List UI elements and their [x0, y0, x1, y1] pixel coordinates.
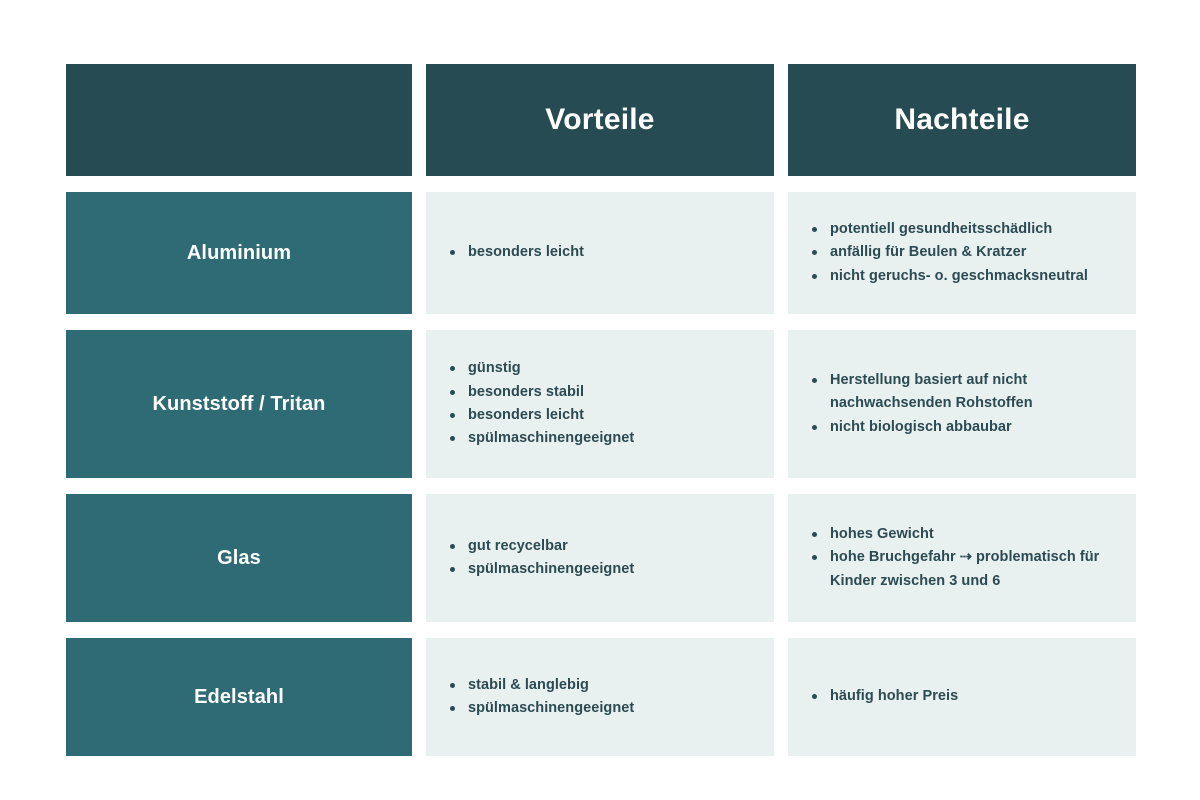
row-label-cell: Aluminium — [66, 192, 412, 314]
list-item: stabil & langlebig — [448, 674, 756, 697]
row-material-label: Glas — [217, 546, 261, 569]
list-item: besonders stabil — [448, 381, 756, 404]
header-cons-label: Nachteile — [894, 103, 1030, 136]
table-row: Aluminium besonders leicht potentiell ge… — [66, 192, 1136, 314]
row-cons-cell: potentiell gesundheitsschädlich anfällig… — [788, 192, 1136, 314]
pros-list: günstig besonders stabil besonders leich… — [448, 357, 756, 451]
list-item: spülmaschinengeeignet — [448, 697, 756, 720]
list-item: häufig hoher Preis — [810, 685, 1118, 708]
list-item: spülmaschinengeeignet — [448, 558, 756, 581]
list-item: anfällig für Beulen & Kratzer — [810, 241, 1118, 264]
row-cons-cell: Herstellung basiert auf nicht nachwachse… — [788, 330, 1136, 478]
row-material-label: Kunststoff / Tritan — [152, 392, 326, 415]
list-item: besonders leicht — [448, 404, 756, 427]
header-pros-label: Vorteile — [545, 103, 655, 136]
row-pros-cell: stabil & langlebig spülmaschinengeeignet — [426, 638, 774, 756]
list-item: besonders leicht — [448, 241, 756, 264]
pros-list: stabil & langlebig spülmaschinengeeignet — [448, 674, 756, 721]
table-row: Edelstahl stabil & langlebig spülmaschin… — [66, 638, 1136, 756]
cons-list: potentiell gesundheitsschädlich anfällig… — [810, 218, 1118, 288]
pros-list: besonders leicht — [448, 241, 756, 264]
row-label-cell: Edelstahl — [66, 638, 412, 756]
row-pros-cell: besonders leicht — [426, 192, 774, 314]
list-item: gut recycelbar — [448, 535, 756, 558]
comparison-table: Vorteile Nachteile Aluminium besonders l… — [66, 64, 1136, 756]
row-label-cell: Kunststoff / Tritan — [66, 330, 412, 478]
table-header-row: Vorteile Nachteile — [66, 64, 1136, 176]
header-pros-cell: Vorteile — [426, 64, 774, 176]
table-row: Kunststoff / Tritan günstig besonders st… — [66, 330, 1136, 478]
table-row: Glas gut recycelbar spülmaschinengeeigne… — [66, 494, 1136, 622]
list-item: Herstellung basiert auf nicht nachwachse… — [810, 369, 1118, 416]
pros-list: gut recycelbar spülmaschinengeeignet — [448, 535, 756, 582]
list-item: spülmaschinengeeignet — [448, 427, 756, 450]
cons-list: Herstellung basiert auf nicht nachwachse… — [810, 369, 1118, 439]
row-pros-cell: gut recycelbar spülmaschinengeeignet — [426, 494, 774, 622]
cons-list: häufig hoher Preis — [810, 685, 1118, 708]
list-item: nicht geruchs- o. geschmacksneutral — [810, 265, 1118, 288]
row-material-label: Aluminium — [186, 241, 292, 264]
row-material-label: Edelstahl — [194, 685, 284, 708]
list-item: günstig — [448, 357, 756, 380]
header-cons-cell: Nachteile — [788, 64, 1136, 176]
row-label-cell: Glas — [66, 494, 412, 622]
list-item: nicht biologisch abbaubar — [810, 416, 1118, 439]
row-cons-cell: häufig hoher Preis — [788, 638, 1136, 756]
row-cons-cell: hohes Gewicht hohe Bruchgefahr ⇢ problem… — [788, 494, 1136, 622]
row-pros-cell: günstig besonders stabil besonders leich… — [426, 330, 774, 478]
list-item: hohe Bruchgefahr ⇢ problematisch für Kin… — [810, 546, 1118, 593]
cons-list: hohes Gewicht hohe Bruchgefahr ⇢ problem… — [810, 523, 1118, 593]
header-corner-cell — [66, 64, 412, 176]
list-item: hohes Gewicht — [810, 523, 1118, 546]
list-item: potentiell gesundheitsschädlich — [810, 218, 1118, 241]
